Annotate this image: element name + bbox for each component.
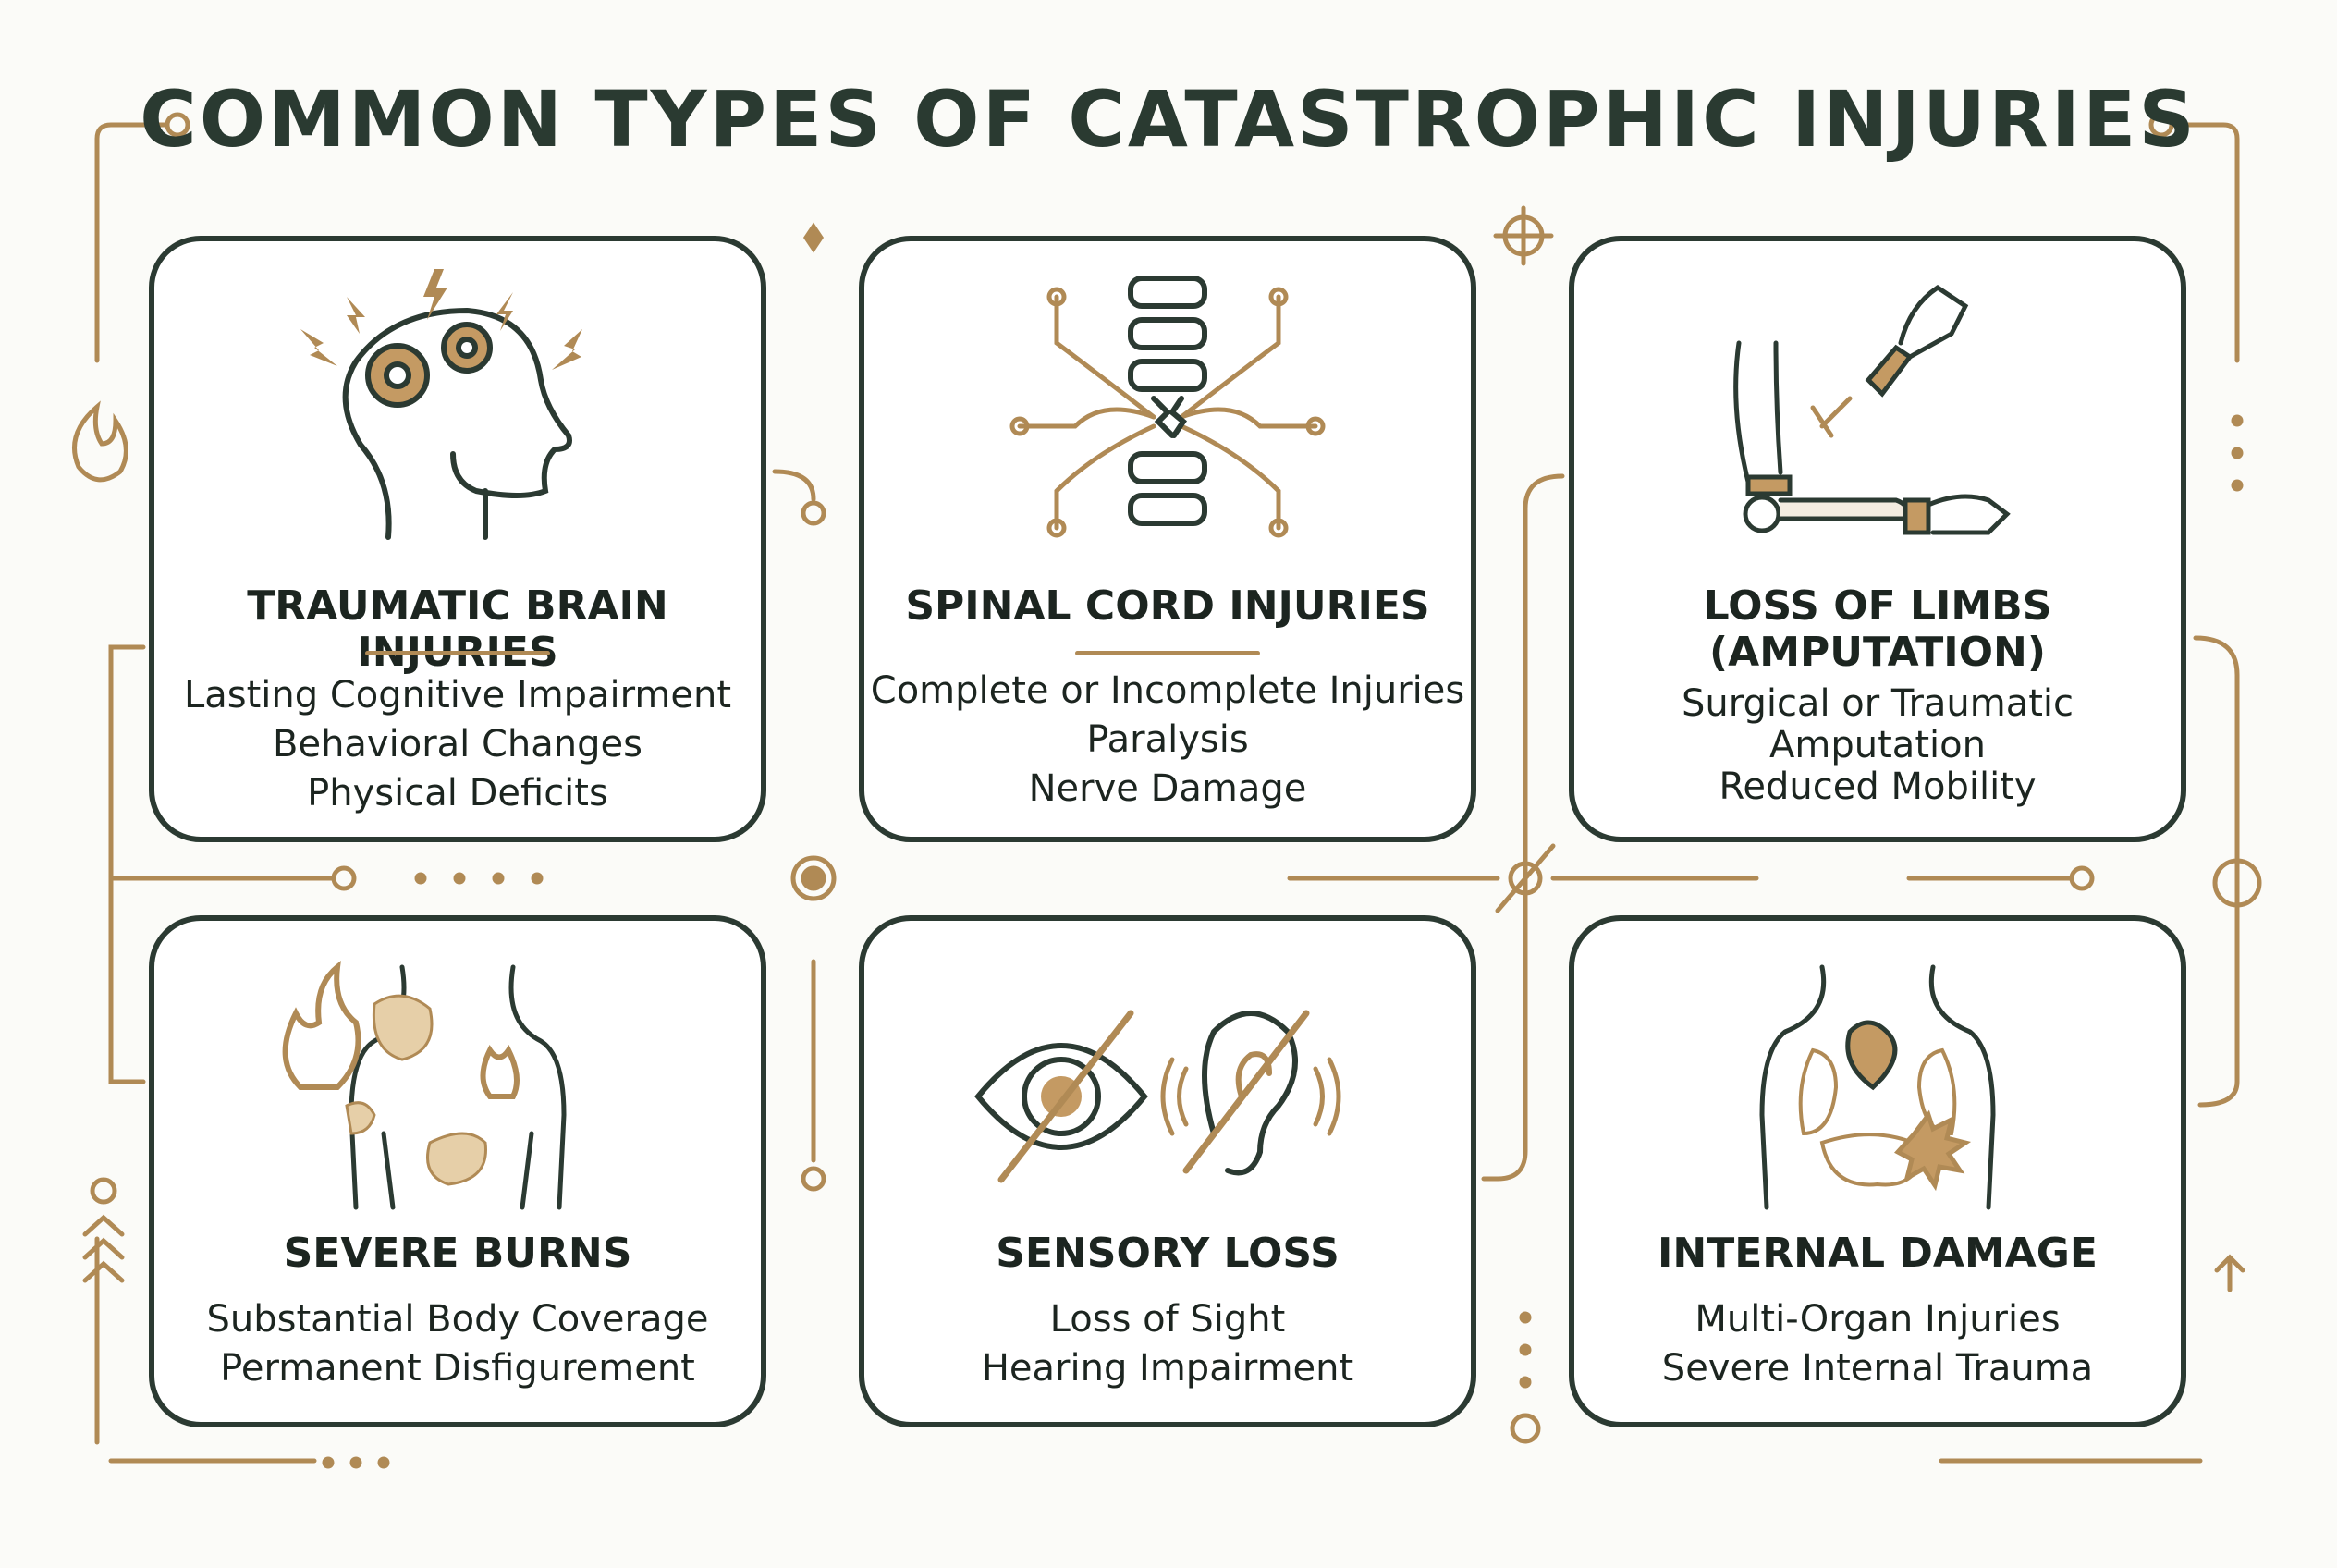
card-details: Loss of Sight Hearing Impairment <box>864 1295 1471 1393</box>
card-details: Surgical or Traumatic Amputation Reduced… <box>1574 683 2181 808</box>
card-details: Lasting Cognitive Impairment Behavioral … <box>154 671 761 818</box>
heading-divider <box>365 651 550 655</box>
card-loss-of-limbs: LOSS OF LIMBS (AMPUTATION) Surgical or T… <box>1569 236 2186 842</box>
card-heading: INTERNAL DAMAGE <box>1658 1230 2098 1277</box>
detail-line: Loss of Sight <box>1049 1298 1286 1341</box>
detail-line: Paralysis <box>1086 718 1249 761</box>
card-heading: SENSORY LOSS <box>996 1230 1340 1277</box>
detail-line: Severe Internal Trauma <box>1661 1347 2094 1390</box>
prosthetic-arm-icon <box>1733 284 2011 535</box>
detail-line: Nerve Damage <box>1028 767 1307 810</box>
head-gears-lightning-icon <box>300 269 582 540</box>
card-details: Substantial Body Coverage Permanent Disf… <box>154 1295 761 1393</box>
detail-line: Lasting Cognitive Impairment <box>183 674 732 717</box>
card-heading: TRAUMATIC BRAIN INJURIES <box>247 582 668 676</box>
card-traumatic-brain-injuries: TRAUMATIC BRAIN INJURIES Lasting Cogniti… <box>149 236 766 842</box>
card-severe-burns: SEVERE BURNS Substantial Body Coverage P… <box>149 915 766 1427</box>
detail-line: Physical Deficits <box>307 772 608 815</box>
detail-line: Surgical or Traumatic <box>1681 682 2074 725</box>
detail-line: Hearing Impairment <box>981 1347 1354 1390</box>
detail-line: Reduced Mobility <box>1719 766 2037 808</box>
heading-divider <box>1075 651 1260 655</box>
card-details: Multi-Organ Injuries Severe Internal Tra… <box>1574 1295 2181 1393</box>
card-heading-line: (AMPUTATION) <box>1709 629 2046 676</box>
card-heading: SPINAL CORD INJURIES <box>905 582 1430 630</box>
detail-line: Multi-Organ Injuries <box>1695 1298 2061 1341</box>
page-title: COMMON TYPES OF CATASTROPHIC INJURIES <box>140 74 2197 165</box>
card-heading: SEVERE BURNS <box>283 1230 632 1277</box>
burned-torso-flames-icon <box>282 961 567 1210</box>
card-spinal-cord-injuries: SPINAL CORD INJURIES Complete or Incompl… <box>859 236 1476 842</box>
card-internal-damage: INTERNAL DAMAGE Multi-Organ Injuries Sev… <box>1569 915 2186 1427</box>
card-heading: LOSS OF LIMBS (AMPUTATION) <box>1574 583 2181 676</box>
card-heading-line: LOSS OF LIMBS <box>1703 582 2052 630</box>
detail-line: Permanent Disfigurement <box>220 1347 695 1390</box>
detail-line: Behavioral Changes <box>273 723 642 766</box>
torso-organs-icon <box>1759 964 1996 1210</box>
card-sensory-loss: SENSORY LOSS Loss of Sight Hearing Impai… <box>859 915 1476 1427</box>
detail-line: Substantial Body Coverage <box>206 1298 709 1341</box>
detail-line: Amputation <box>1769 724 1986 766</box>
detail-line: Complete or Incomplete Injuries <box>870 669 1465 712</box>
spine-nerves-icon <box>1009 276 1326 538</box>
eye-ear-crossed-icon <box>974 1010 1341 1183</box>
card-details: Complete or Incomplete Injuries Paralysi… <box>864 667 1471 814</box>
